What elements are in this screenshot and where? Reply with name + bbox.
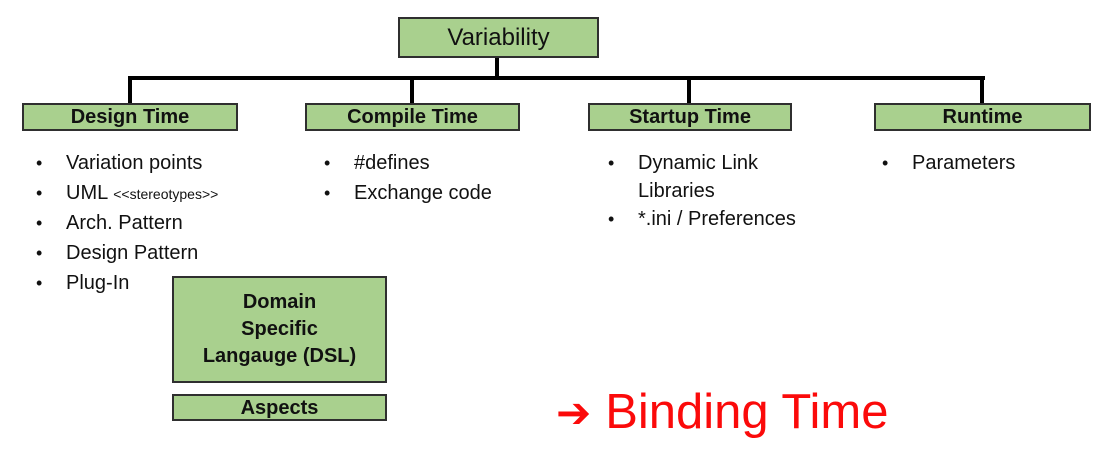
list-item-label: Design Pattern (66, 242, 199, 264)
binding-time-label: Binding Time (605, 385, 889, 439)
bullet-icon: • (608, 153, 615, 173)
list-item-label: Dynamic Link Libraries (638, 152, 759, 202)
list-item-label: Parameters (912, 152, 1016, 174)
bullet-icon: • (36, 243, 43, 263)
header-runtime: Runtime (874, 103, 1091, 131)
binding-time-annotation: ➔ Binding Time (556, 385, 889, 440)
aspects-box: Aspects (172, 394, 387, 421)
list-item: • Plug-In (36, 269, 266, 299)
header-runtime-label: Runtime (942, 106, 1023, 128)
list-item-label: #defines (354, 152, 430, 174)
list-item-label: Arch. Pattern (66, 212, 183, 234)
bullet-icon: • (36, 273, 43, 293)
bullet-icon: • (36, 183, 43, 203)
root-node-label: Variability (447, 24, 550, 51)
right-arrow-icon: ➔ (556, 387, 592, 437)
root-node-variability: Variability (398, 17, 599, 58)
list-item: • Dynamic Link Libraries (608, 149, 813, 205)
header-startup-time: Startup Time (588, 103, 792, 131)
connector-stub-runtime (980, 79, 984, 103)
connector-stub-design (128, 79, 132, 103)
connector-horizontal-bar (128, 76, 985, 80)
runtime-list: • Parameters (882, 149, 1092, 179)
bullet-icon: • (324, 183, 331, 203)
list-item: • #defines (324, 149, 544, 179)
header-startup-time-label: Startup Time (629, 106, 751, 128)
list-item: • UML<<stereotypes>> (36, 179, 266, 209)
bullet-icon: • (36, 213, 43, 233)
bullet-icon: • (882, 153, 889, 173)
header-design-time-label: Design Time (70, 106, 190, 128)
bullet-icon: • (608, 209, 615, 229)
list-item-small-text: <<stereotypes>> (113, 186, 219, 202)
startup-time-list: • Dynamic Link Libraries • *.ini / Prefe… (608, 149, 813, 235)
connector-root-stem (495, 58, 499, 78)
header-compile-time-label: Compile Time (347, 106, 478, 128)
list-item-label: Exchange code (354, 182, 492, 204)
list-item: • Variation points (36, 149, 266, 179)
list-item: • Parameters (882, 149, 1092, 179)
list-item-label: *.ini / Preferences (638, 208, 796, 230)
list-item: • Exchange code (324, 179, 544, 209)
bullet-icon: • (324, 153, 331, 173)
dsl-box: Domain Specific Langauge (DSL) (172, 276, 387, 383)
header-compile-time: Compile Time (305, 103, 520, 131)
compile-time-list: • #defines • Exchange code (324, 149, 544, 209)
list-item-label: Plug-In (66, 272, 130, 294)
bullet-icon: • (36, 153, 43, 173)
header-design-time: Design Time (22, 103, 238, 131)
list-item: • *.ini / Preferences (608, 205, 813, 235)
list-item-label: UML<<stereotypes>> (66, 179, 266, 208)
list-item: • Arch. Pattern (36, 209, 266, 239)
connector-stub-compile (410, 79, 414, 103)
connector-stub-startup (687, 79, 691, 103)
list-item-label: Variation points (66, 152, 203, 174)
design-time-list: • Variation points • UML<<stereotypes>> … (36, 149, 266, 299)
list-item-text: UML (66, 182, 109, 204)
aspects-box-label: Aspects (240, 397, 319, 419)
list-item: • Design Pattern (36, 239, 266, 269)
dsl-box-label: Domain Specific Langauge (DSL) (202, 291, 357, 367)
